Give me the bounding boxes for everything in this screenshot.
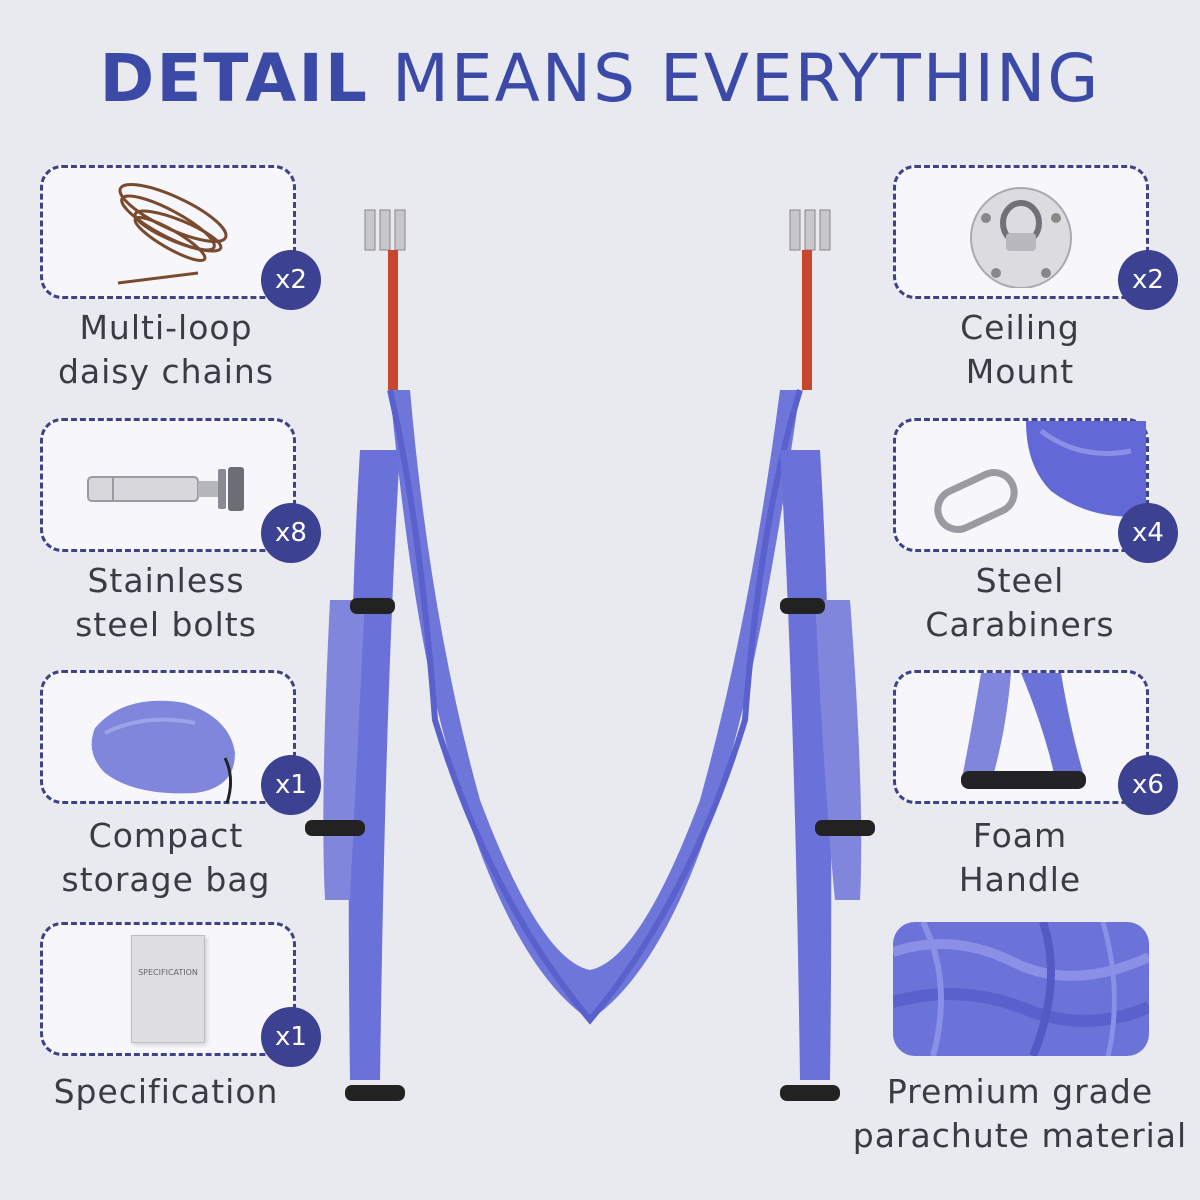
handle-right-3 <box>780 1085 840 1101</box>
handle-right-2 <box>815 820 875 836</box>
hammock-main-fabric <box>390 390 800 1020</box>
foam-handle-badge: x6 <box>1118 755 1178 815</box>
foam-handle-label: Foam Handle <box>958 816 1082 899</box>
ceiling-mount-card: x2 <box>893 165 1178 310</box>
handle-left-2 <box>305 820 365 836</box>
storage-bag-label: Compact storage bag <box>61 816 271 899</box>
ceiling-mount-icon <box>970 187 1072 288</box>
handle-left-3 <box>345 1085 405 1101</box>
page-title: DETAIL MEANS EVERYTHING <box>0 40 1200 117</box>
steel-bolts-badge: x8 <box>261 503 321 563</box>
title-bold: DETAIL <box>99 40 369 117</box>
daisy-chains-card: x2 <box>40 165 321 310</box>
handle-right-1 <box>780 598 825 614</box>
steel-bolts-card: x8 <box>40 418 321 563</box>
ceiling-mount-badge: x2 <box>1118 250 1178 310</box>
ceiling-mount-label: Ceiling Mount <box>960 308 1080 391</box>
daisy-chains-label: Multi-loop daisy chains <box>57 308 275 391</box>
right-bolts-icon <box>789 209 831 251</box>
foam-handle-icon <box>961 673 1086 789</box>
right-handle-strap <box>780 450 832 1080</box>
carabiners-card: x4 <box>893 418 1178 563</box>
carabiners-label: Steel Carabiners <box>925 561 1115 644</box>
left-bolts-icon <box>364 209 406 251</box>
title-light: MEANS EVERYTHING <box>391 40 1101 117</box>
specification-badge: x1 <box>261 1007 321 1067</box>
specification-label: Specification <box>53 1072 279 1111</box>
steel-bolts-label: Stainless steel bolts <box>75 561 257 644</box>
storage-bag-card: x1 <box>40 670 321 815</box>
parachute-material-swatch <box>893 922 1149 1056</box>
daisy-chain-icon <box>117 183 228 285</box>
yoga-hammock-illustration <box>305 209 875 1101</box>
storage-bag-badge: x1 <box>261 755 321 815</box>
daisy-chains-badge: x2 <box>261 250 321 310</box>
bolt-icon <box>87 467 244 511</box>
specification-sheet: SPECIFICATION <box>131 935 205 1043</box>
specification-sheet-text: SPECIFICATION <box>138 968 198 977</box>
storage-bag-icon <box>91 700 236 803</box>
specification-card: SPECIFICATION x1 <box>40 922 321 1067</box>
carabiner-icon <box>934 421 1146 533</box>
carabiners-badge: x4 <box>1118 503 1178 563</box>
handle-left-1 <box>350 598 395 614</box>
parachute-material-label: Premium grade parachute material <box>852 1072 1188 1155</box>
foam-handle-card: x6 <box>893 670 1178 815</box>
